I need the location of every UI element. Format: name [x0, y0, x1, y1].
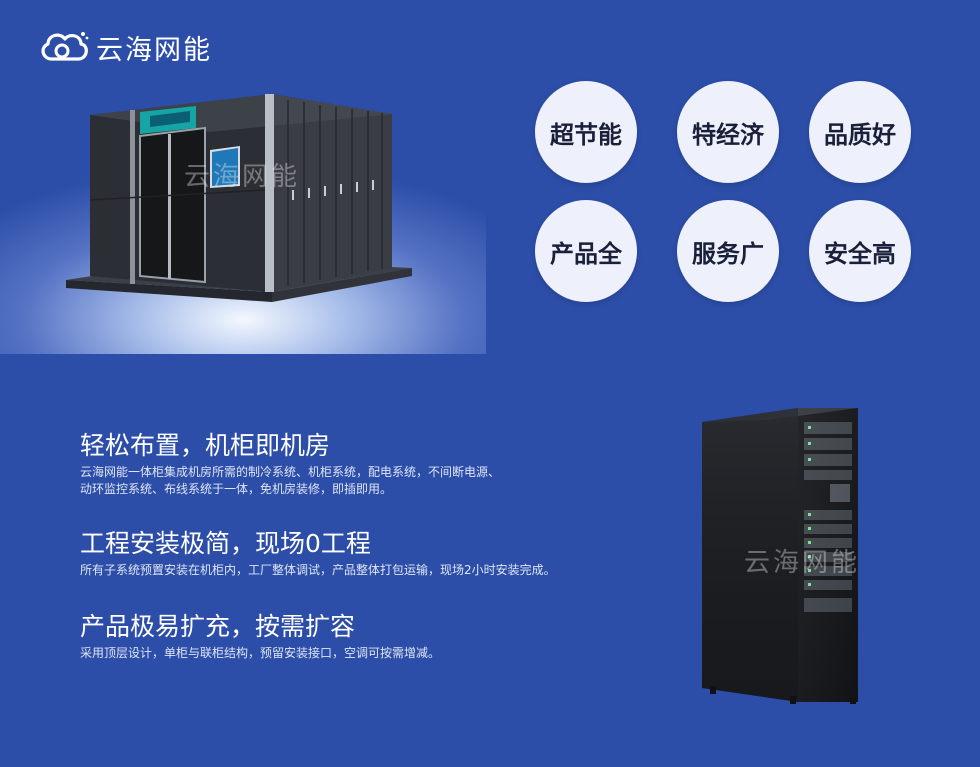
feature-item: 工程安装极简，现场0工程 所有子系统预置安装在机柜内，工厂整体调试，产品整体打包…	[80, 528, 556, 579]
feature-title: 轻松布置，机柜即机房	[80, 431, 331, 460]
feature-badges: 超节能 特经济 品质好 产品全 服务广 安全高	[535, 81, 915, 306]
badge-energy-saving: 超节能	[535, 81, 637, 183]
hero-watermark: 云海网能	[184, 162, 301, 192]
micro-datacenter-image: 云海网能	[0, 70, 486, 354]
feature-description: 云海网能一体柜集成机房所需的制冷系统、机柜系统，配电系统，不间断电源、 动环监控…	[80, 465, 501, 496]
badge-full-range: 产品全	[535, 200, 637, 302]
badge-safety: 安全高	[809, 200, 911, 302]
badge-quality: 品质好	[809, 81, 911, 183]
cloud-logo-icon	[38, 29, 90, 67]
badge-economical: 特经济	[677, 81, 779, 183]
feature-item: 产品极易扩充，按需扩容 采用顶层设计，单柜与联柜结构，预留安装接口，空调可按需增…	[80, 611, 440, 662]
feature-title: 工程安装极简，现场0工程	[80, 529, 371, 558]
server-rack-image: 云海网能	[690, 400, 880, 710]
badge-service: 服务广	[677, 200, 779, 302]
feature-item: 轻松布置，机柜即机房 云海网能一体柜集成机房所需的制冷系统、机柜系统，配电系统，…	[80, 430, 500, 498]
feature-description: 采用顶层设计，单柜与联柜结构，预留安装接口，空调可按需增减。	[80, 646, 441, 660]
brand-name: 云海网能	[96, 35, 212, 66]
feature-description: 所有子系统预置安装在机柜内，工厂整体调试，产品整体打包运输，现场2小时安装完成。	[80, 563, 556, 577]
brand-logo: 云海网能	[38, 28, 212, 67]
rack-watermark: 云海网能	[744, 548, 861, 578]
feature-title: 产品极易扩充，按需扩容	[80, 612, 356, 641]
